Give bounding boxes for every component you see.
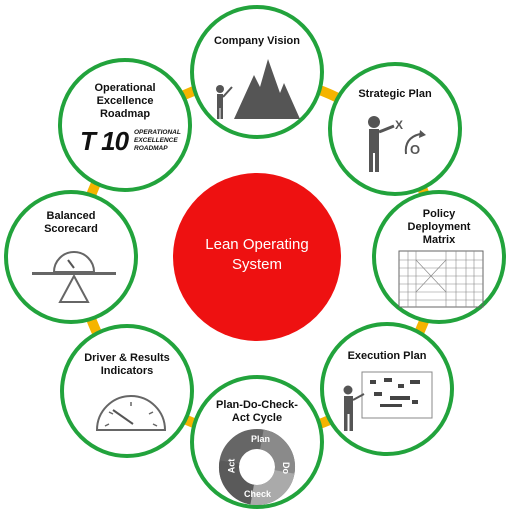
pdca-cycle-icon: [219, 429, 296, 505]
node-title-line2: Excellence: [96, 95, 154, 107]
mountain-person-icon: [216, 59, 300, 119]
node-execution-plan: Execution Plan: [320, 322, 454, 456]
node-title-line1: Policy: [422, 208, 456, 220]
node-balanced-scorecard: Balanced Scorecard: [4, 190, 138, 324]
node-title-line3: Matrix: [422, 234, 456, 246]
center-label-line1: Lean Operating: [205, 236, 309, 253]
t10-logo-line2: EXCELLENCE: [134, 137, 178, 144]
pdca-plan-label: Plan: [251, 434, 271, 444]
pdca-do-label: Do: [281, 462, 291, 474]
node-title: Plan-Do-Check- Act Cycle: [202, 399, 312, 425]
node-title-line2: Deployment: [407, 221, 471, 233]
node-title-line1: Balanced: [46, 210, 96, 222]
node-title-line2: Scorecard: [44, 223, 98, 235]
node-driver-results: Driver & Results Indicators: [60, 324, 194, 458]
pdca-check-label: Check: [244, 489, 272, 499]
matrix-grid-icon: [398, 250, 484, 308]
center-label-line2: System: [231, 256, 282, 273]
node-title: Execution Plan: [347, 350, 427, 362]
node-title: Driver & Results Indicators: [72, 352, 182, 378]
node-title-line3: Roadmap: [99, 108, 151, 120]
t10-logo-text: T 10: [80, 126, 129, 156]
center-label: Lean Operating System: [173, 235, 341, 275]
node-title-line2: Act Cycle: [231, 412, 283, 424]
node-title: Balanced Scorecard: [16, 210, 126, 236]
t10-logo: T 10 OPERATIONAL EXCELLENCE ROADMAP: [80, 126, 181, 160]
t10-logo-line1: OPERATIONAL: [134, 129, 181, 136]
node-pdca: Plan-Do-Check- Act Cycle Plan Do Check A…: [190, 375, 324, 509]
node-title-line1: Driver & Results: [84, 352, 170, 364]
node-title-line1: Plan-Do-Check-: [216, 399, 298, 411]
t10-logo-line3: ROADMAP: [134, 145, 168, 152]
center-circle: Lean Operating System: [173, 173, 341, 341]
node-company-vision: Company Vision: [190, 5, 324, 139]
node-title: Strategic Plan: [358, 88, 432, 100]
node-title-line2: Indicators: [100, 365, 154, 377]
node-operational-excellence: Operational Excellence Roadmap T 10 OPER…: [58, 58, 192, 192]
presentation-board-icon: [343, 371, 433, 431]
balance-scale-icon: [32, 251, 116, 303]
strategy-x-label: X: [395, 118, 404, 132]
speedometer-icon: [95, 395, 167, 431]
node-strategic-plan: Strategic Plan X O: [328, 62, 462, 196]
strategy-o-label: O: [410, 142, 421, 157]
node-title: Operational Excellence Roadmap: [70, 82, 180, 121]
pdca-act-label: Act: [226, 458, 237, 474]
node-title: Policy Deployment Matrix: [384, 208, 494, 247]
strategy-person-icon: [368, 116, 426, 172]
node-policy-deployment: Policy Deployment Matrix: [372, 190, 506, 324]
node-title-line1: Operational: [94, 82, 156, 94]
node-title: Company Vision: [214, 35, 300, 47]
t10-logo-subtext: OPERATIONAL EXCELLENCE ROADMAP: [134, 129, 181, 153]
